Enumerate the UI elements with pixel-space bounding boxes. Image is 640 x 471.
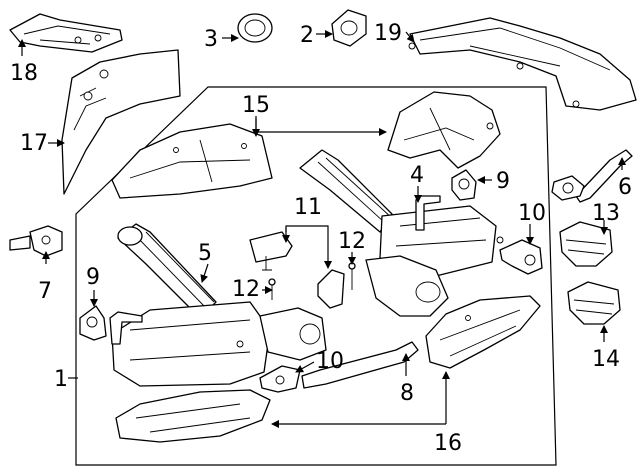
- part-9-insulator-left[interactable]: [79, 305, 107, 341]
- callout-18: 18: [10, 61, 38, 86]
- callout-2: 2: [300, 23, 314, 48]
- callout-1: 1: [54, 367, 68, 392]
- part-4-converter-assembly[interactable]: [299, 149, 504, 317]
- part-3-gasket[interactable]: [237, 13, 273, 43]
- part-7-bolt-bracket[interactable]: [9, 225, 63, 257]
- callout-16: 16: [434, 431, 462, 456]
- part-10-bracket-right[interactable]: [499, 239, 543, 275]
- leader-lines: [18, 30, 626, 428]
- callout-15: 15: [242, 93, 270, 118]
- part-16-lower-shield-right[interactable]: [425, 295, 541, 369]
- part-10-bracket-lower[interactable]: [259, 365, 301, 393]
- callout-4: 4: [410, 163, 424, 188]
- part-11-bracket[interactable]: [249, 231, 345, 309]
- part-14-hanger[interactable]: [567, 281, 621, 325]
- callout-3: 3: [204, 27, 218, 52]
- callout-12-left: 12: [232, 277, 260, 302]
- part-2-gasket[interactable]: [331, 9, 367, 47]
- part-18-heat-shield[interactable]: [9, 13, 123, 53]
- part-8-support[interactable]: [301, 341, 419, 389]
- callout-7: 7: [38, 279, 52, 304]
- callout-9-right: 9: [496, 169, 510, 194]
- part-13-hanger[interactable]: [559, 221, 613, 267]
- part-15-heat-shield-left[interactable]: [111, 123, 273, 199]
- callout-12-right: 12: [338, 229, 366, 254]
- callout-10-lower: 10: [316, 349, 344, 374]
- part-12-stud-right[interactable]: [348, 262, 356, 290]
- callout-10-right: 10: [518, 201, 546, 226]
- callout-19: 19: [374, 21, 402, 46]
- callout-14: 14: [592, 347, 620, 372]
- part-15-heat-shield-right[interactable]: [387, 91, 501, 169]
- callout-labels: 1 2 3 4 5 6 7 8 9 9 10 10 11 12 12 13 14…: [10, 21, 632, 456]
- callout-5: 5: [198, 241, 212, 266]
- assembly-frame: [75, 86, 557, 466]
- part-9-insulator-right[interactable]: [451, 169, 477, 201]
- part-16-lower-shield-left[interactable]: [115, 389, 271, 443]
- callout-11: 11: [294, 195, 322, 220]
- part-17-heat-shield[interactable]: [61, 49, 181, 195]
- callout-9-left: 9: [86, 265, 100, 290]
- part-19-heat-shield[interactable]: [408, 17, 637, 111]
- part-5-converter-assembly[interactable]: [109, 223, 327, 387]
- callout-6: 6: [618, 175, 632, 200]
- callout-8: 8: [400, 381, 414, 406]
- callout-17: 17: [20, 131, 48, 156]
- callout-13: 13: [592, 201, 620, 226]
